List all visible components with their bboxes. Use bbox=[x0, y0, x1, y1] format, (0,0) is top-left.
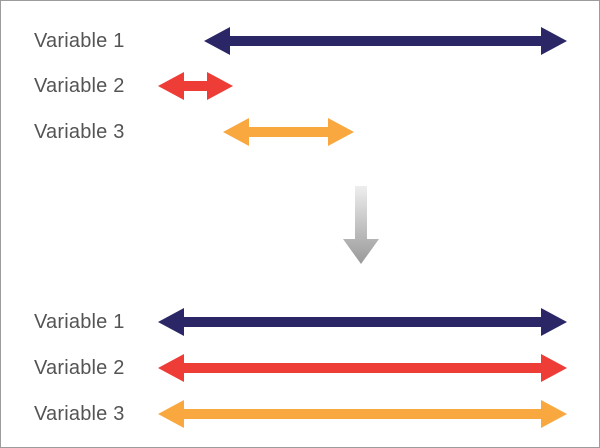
arrow-shaft bbox=[178, 317, 547, 327]
variable-label: Variable 1 bbox=[34, 30, 125, 52]
arrowhead-left-icon bbox=[223, 118, 249, 146]
arrowhead-left-icon bbox=[158, 400, 184, 428]
transform-down-arrow-icon bbox=[343, 186, 379, 264]
arrowhead-right-icon bbox=[541, 354, 567, 382]
variable-label: Variable 3 bbox=[34, 121, 125, 143]
variable-label: Variable 2 bbox=[34, 75, 125, 97]
arrow-shaft bbox=[178, 409, 547, 419]
arrow-shaft bbox=[243, 127, 334, 137]
arrowhead-left-icon bbox=[158, 354, 184, 382]
range-arrow bbox=[158, 354, 567, 382]
arrowhead-left-icon bbox=[158, 308, 184, 336]
arrowhead-left-icon bbox=[204, 27, 230, 55]
variable-label: Variable 1 bbox=[34, 311, 125, 333]
arrow-shaft bbox=[224, 36, 547, 46]
range-arrow bbox=[158, 308, 567, 336]
arrowhead-right-icon bbox=[328, 118, 354, 146]
arrowhead-left-icon bbox=[158, 72, 184, 100]
arrowhead-right-icon bbox=[207, 72, 233, 100]
range-arrow bbox=[204, 27, 567, 55]
range-arrow bbox=[158, 400, 567, 428]
variable-label: Variable 3 bbox=[34, 403, 125, 425]
arrowhead-right-icon bbox=[541, 308, 567, 336]
range-arrow bbox=[223, 118, 354, 146]
arrow-shaft bbox=[178, 363, 547, 373]
arrowhead-right-icon bbox=[541, 400, 567, 428]
arrowhead-right-icon bbox=[541, 27, 567, 55]
arrow-shaft bbox=[178, 81, 213, 91]
variable-label: Variable 2 bbox=[34, 357, 125, 379]
range-arrow bbox=[158, 72, 233, 100]
